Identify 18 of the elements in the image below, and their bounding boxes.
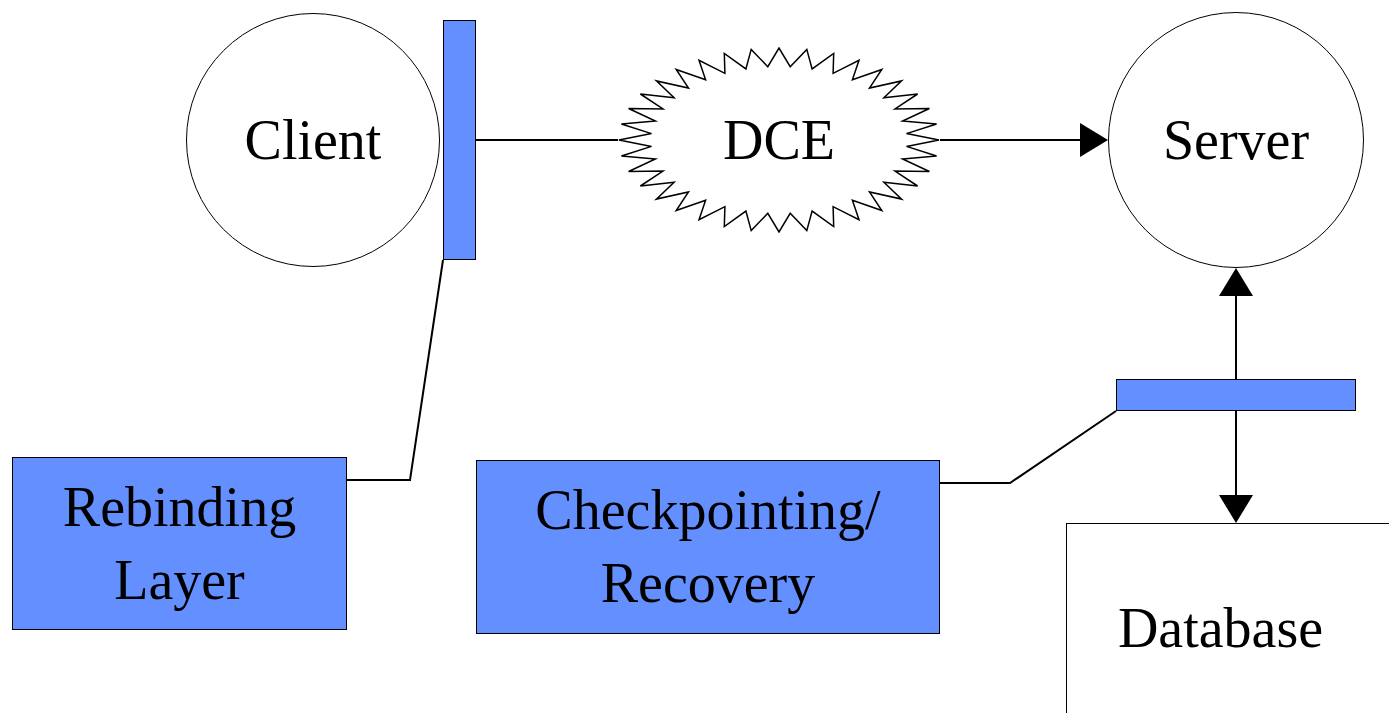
node-label: Database	[1117, 596, 1324, 662]
bar	[1116, 379, 1356, 411]
arrow	[939, 123, 1108, 157]
label-box	[12, 457, 347, 630]
arrow	[1219, 268, 1253, 380]
connector-line	[475, 139, 619, 141]
bar	[443, 20, 476, 260]
node-label: Client	[244, 107, 382, 173]
database-box	[1066, 523, 1389, 713]
starburst-node	[618, 47, 940, 233]
node-label: Rebinding Layer	[61, 474, 298, 613]
arrow	[1219, 410, 1253, 523]
node-label: Checkpointing/ Recovery	[534, 478, 882, 616]
node-label: DCE	[723, 107, 835, 173]
leader-line	[346, 259, 444, 481]
leader-line	[939, 410, 1117, 484]
node-label: Server	[1162, 107, 1310, 173]
label-box	[476, 460, 940, 634]
